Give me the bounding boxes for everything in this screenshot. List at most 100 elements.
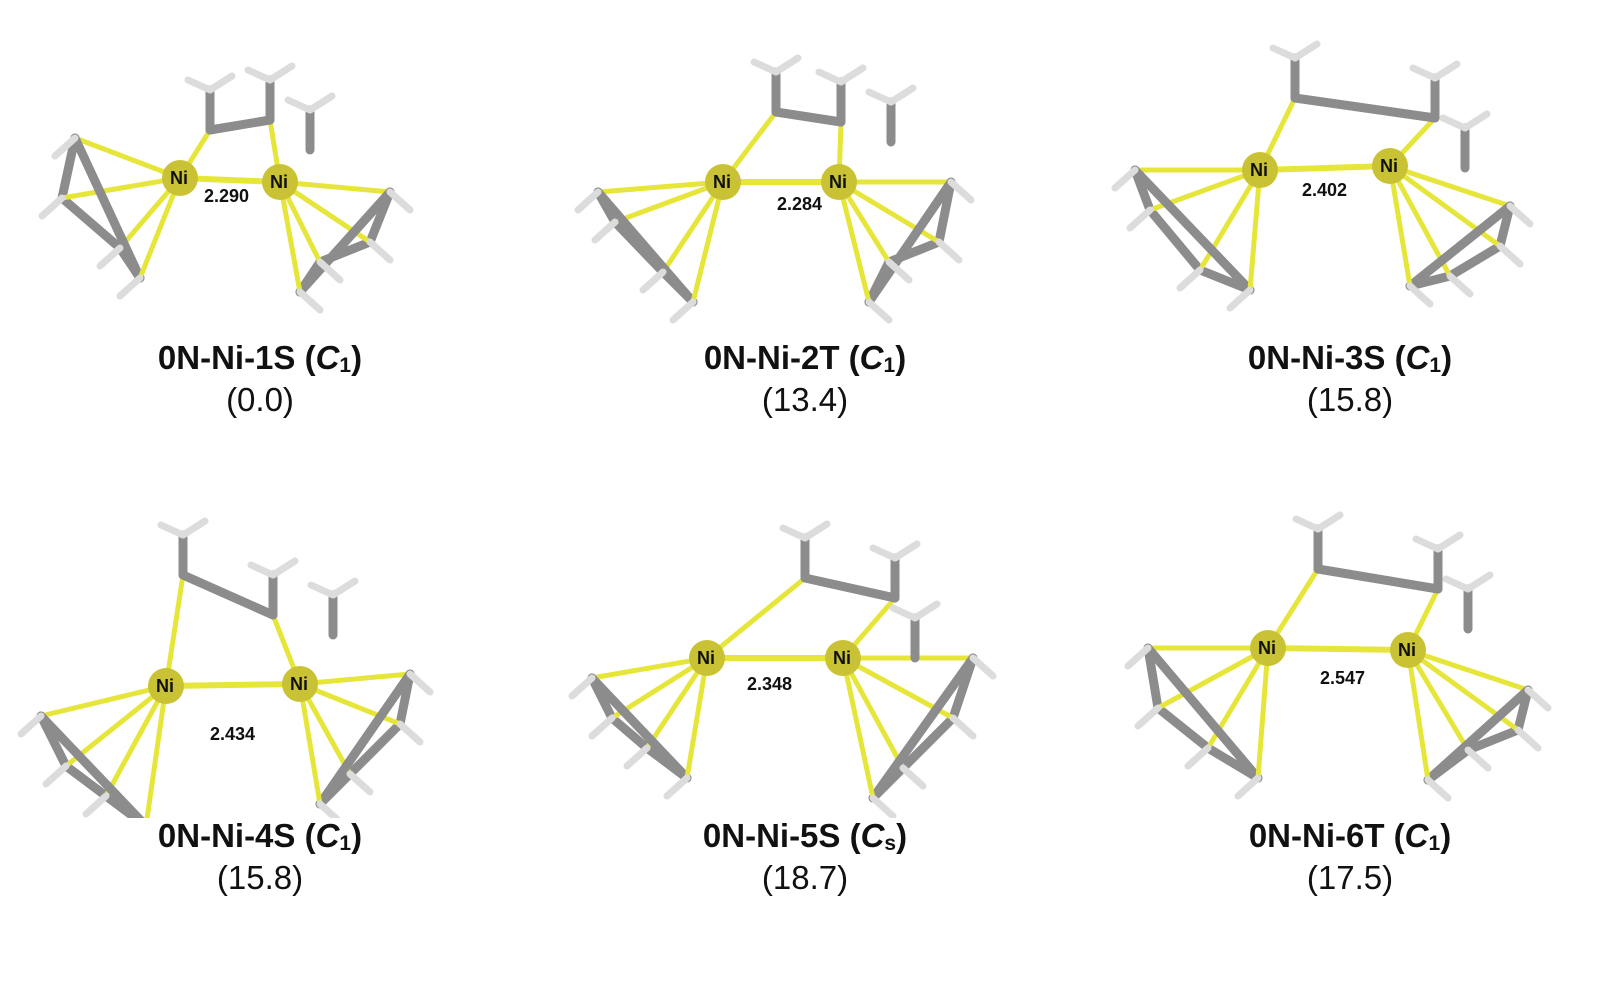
- structure-panel-6: Ni Ni 2.547 0N-Ni-6T (C1) (17.5): [1090, 478, 1610, 958]
- carbon-hydrogen-bond: [116, 274, 144, 300]
- carbon-hydrogen-bond: [750, 58, 780, 76]
- carbon-carbon-bond: [1130, 165, 1255, 295]
- nickel-nickel-bond: [163, 681, 303, 689]
- carbon-hydrogen-bond: [623, 744, 651, 770]
- nickel-atom: [705, 164, 741, 200]
- nickel-carbon-bond: [1155, 645, 1271, 711]
- carbon-hydrogen-bond: [1496, 242, 1524, 268]
- molecule-atoms: [705, 164, 857, 200]
- molecule-render: Ni Ni 2.284: [574, 54, 975, 324]
- structure-title-close: ): [1441, 339, 1453, 376]
- molecule-bonds: [574, 54, 975, 324]
- carbon-hydrogen-bond: [663, 774, 691, 800]
- carbon-carbon-bond: [57, 193, 125, 253]
- molecule-atoms: [148, 666, 318, 704]
- carbon-hydrogen-bond: [1412, 535, 1442, 553]
- nickel-atom: [148, 668, 184, 704]
- nickel-carbon-bond: [277, 179, 303, 295]
- carbon-hydrogen-bond: [865, 88, 895, 106]
- carbon-hydrogen-bond: [42, 762, 70, 788]
- carbon-hydrogen-bond: [869, 794, 897, 818]
- carbon-hydrogen-bond: [1434, 531, 1464, 553]
- ni-ni-distance-label: 2.290: [204, 186, 249, 206]
- point-group: C: [315, 339, 340, 376]
- carbon-hydrogen-bond: [1269, 44, 1299, 62]
- carbon-hydrogen-bond: [865, 298, 893, 324]
- carbon-carbon-bond: [36, 711, 145, 818]
- molecule-bonds: [1111, 40, 1534, 312]
- nickel-carbon-bond: [690, 179, 726, 305]
- carbon-hydrogen-bond: [184, 76, 214, 94]
- carbon-carbon-bond: [1313, 564, 1443, 594]
- carbon-carbon-bond: [1405, 201, 1515, 291]
- carbon-carbon-bond: [587, 673, 692, 783]
- molecule-bonds: [17, 517, 434, 818]
- carbon-hydrogen-bond: [1506, 202, 1534, 228]
- carbon-hydrogen-bond: [306, 92, 336, 114]
- carbon-hydrogen-bond: [396, 720, 424, 746]
- point-group: C: [859, 339, 884, 376]
- structure-name: 0N-Ni-1S (: [157, 339, 316, 376]
- nickel-carbon-bond: [1387, 163, 1413, 289]
- carbon-hydrogen-bond: [772, 54, 802, 76]
- carbon-carbon-bond: [315, 669, 415, 809]
- nickel-nickel-bond: [1265, 645, 1411, 653]
- nickel-atom: [1390, 632, 1426, 668]
- structure-name: 0N-Ni-3S (: [1247, 339, 1406, 376]
- structure-panel-4: Ni Ni 2.434 0N-Ni-4S (C1) (15.8): [0, 478, 520, 958]
- carbon-hydrogen-bond: [869, 544, 899, 562]
- relative-energy: (17.5): [1306, 859, 1394, 896]
- nickel-atom: [262, 164, 298, 200]
- carbon-carbon-bond: [1143, 643, 1263, 783]
- carbon-hydrogen-bond: [82, 792, 110, 818]
- carbon-hydrogen-bond: [899, 764, 927, 790]
- structure-title-close: ): [896, 817, 908, 854]
- carbon-hydrogen-bond: [837, 64, 867, 86]
- carbon-carbon-bond: [864, 177, 956, 307]
- nickel-carbon-bond: [1387, 163, 1503, 249]
- ni-atom-label-right: Ni: [270, 172, 288, 192]
- nickel-atom: [162, 160, 198, 196]
- carbon-carbon-bond: [607, 713, 652, 753]
- carbon-hydrogen-bond: [779, 524, 809, 542]
- structure-title: 0N-Ni-4S (C1): [0, 816, 520, 864]
- ni-atom-label-left: Ni: [1258, 638, 1276, 658]
- carbon-hydrogen-bond: [269, 557, 299, 579]
- nickel-carbon-bond: [1405, 647, 1471, 753]
- carbon-hydrogen-bond: [1524, 686, 1552, 712]
- molecule-render: Ni Ni 2.434: [17, 517, 434, 818]
- relative-energy: (13.4): [761, 381, 849, 418]
- nickel-carbon-bond: [1387, 163, 1513, 209]
- nickel-carbon-bond: [612, 179, 726, 225]
- ni-atom-label-right: Ni: [1380, 156, 1398, 176]
- nickel-carbon-bond: [840, 655, 876, 801]
- molecule-render: Ni Ni 2.402: [1111, 40, 1534, 312]
- carbon-hydrogen-bond: [568, 674, 596, 700]
- carbon-hydrogen-bond: [1176, 266, 1204, 292]
- nickel-carbon-bond: [63, 683, 169, 769]
- carbon-hydrogen-bond: [891, 540, 921, 562]
- relative-energy: (15.8): [1306, 381, 1394, 418]
- carbon-hydrogen-bond: [935, 238, 963, 264]
- nickel-carbon-bond: [59, 175, 183, 201]
- structure-panel-2: Ni Ni 2.284 0N-Ni-2T (C1) (13.4): [545, 0, 1065, 480]
- structure-name: 0N-Ni-6T (: [1248, 817, 1405, 854]
- structure-panel-5: Ni Ni 2.348 0N-Ni-5S (Cs) (18.7): [545, 478, 1065, 958]
- point-group-subscript: 1: [1428, 832, 1441, 855]
- carbon-hydrogen-bond: [1431, 60, 1461, 82]
- point-group: C: [315, 817, 340, 854]
- carbon-hydrogen-bond: [96, 244, 124, 270]
- carbon-hydrogen-bond: [1461, 110, 1491, 132]
- structure-title-close: ): [1440, 817, 1452, 854]
- ni-ni-distance-label: 2.547: [1320, 668, 1365, 688]
- structure-title-close: ): [895, 339, 907, 376]
- nickel-carbon-bond: [840, 655, 906, 771]
- carbon-hydrogen-bond: [206, 72, 236, 94]
- molecule-render: Ni Ni 2.290: [38, 62, 414, 314]
- ni-atom-label-left: Ni: [697, 648, 715, 668]
- carbon-carbon-bond: [1290, 93, 1440, 123]
- carbon-carbon-bond: [1445, 241, 1505, 281]
- point-group-subscript: 1: [339, 354, 352, 377]
- ni-atom-label-left: Ni: [1250, 160, 1268, 180]
